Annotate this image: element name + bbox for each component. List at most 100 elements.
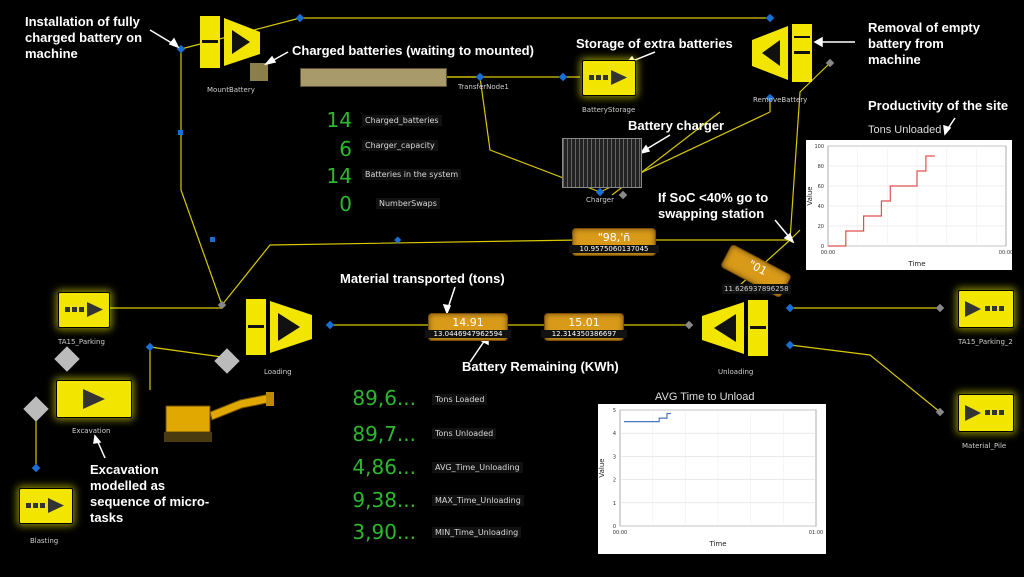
- y-tick-label: 1: [613, 501, 616, 507]
- number-swaps-label: NumberSwaps: [376, 198, 440, 209]
- series-line: [623, 412, 671, 423]
- battery-box: [250, 63, 268, 81]
- ta15-parking-node[interactable]: [58, 292, 110, 328]
- blasting-label: Blasting: [30, 537, 59, 545]
- material-pile-node[interactable]: [958, 394, 1014, 432]
- charger-label: Charger: [586, 196, 614, 204]
- annotation-productivity: Productivity of the site: [868, 98, 1009, 113]
- tons-loaded-label: Tons Loaded: [432, 394, 488, 405]
- source-icon: [589, 70, 627, 85]
- ta15-parking-label: TA15_Parking: [58, 338, 105, 346]
- loading-node[interactable]: [244, 297, 314, 357]
- mount-battery-node[interactable]: [198, 14, 262, 70]
- server-icon: [752, 24, 812, 82]
- loading-label: Loading: [264, 368, 292, 376]
- max-time-unloading-value: 9,38...: [352, 488, 416, 512]
- annotation-material: Material transported (tons): [340, 271, 505, 286]
- x-tick-label: 00:00: [613, 530, 627, 536]
- battery-storage-node[interactable]: [582, 60, 636, 96]
- unloading-label: Unloading: [718, 368, 754, 376]
- x-axis-label: Time: [708, 540, 726, 548]
- annotation-charger: Battery charger: [628, 118, 725, 133]
- chart-title-avg-time: AVG Time to Unload: [655, 391, 755, 403]
- truck-battery-value: 11.626937896258: [722, 284, 791, 294]
- sink-icon: [965, 301, 1004, 317]
- tons-loaded-value: 89,6...: [352, 386, 416, 410]
- server-icon: [246, 299, 312, 355]
- charger-capacity-count: 6: [339, 137, 352, 161]
- x-tick-label: 00:00: [999, 250, 1012, 256]
- truck-load-value: 15.01: [568, 316, 600, 329]
- x-tick-label: 00:00: [821, 250, 835, 256]
- y-tick-label: 20: [818, 224, 824, 230]
- x-axis-label: Time: [907, 260, 925, 268]
- transfer-node-label: TransferNode1: [458, 83, 509, 91]
- excavation-node[interactable]: [56, 380, 132, 418]
- charged-battery-queue: [300, 68, 447, 87]
- charger-capacity-label: Charger_capacity: [362, 140, 438, 151]
- y-tick-label: 80: [818, 164, 824, 170]
- sink-icon: [965, 405, 1004, 421]
- charger-node[interactable]: [562, 138, 642, 188]
- truck-battery-value: 10.9575060137045: [569, 245, 659, 253]
- y-tick-label: 0: [613, 524, 616, 530]
- excavation-label: Excavation: [72, 427, 111, 435]
- source-icon: [65, 302, 103, 317]
- truck[interactable]: "98,'ñ 10.9575060137045: [569, 228, 659, 256]
- number-swaps-count: 0: [339, 192, 352, 216]
- truck[interactable]: 15.01 12.314350386697: [541, 313, 627, 341]
- material-pile-label: Material_Pile: [962, 442, 1007, 450]
- annotation-storage: Storage of extra batteries: [576, 36, 733, 51]
- y-axis-label: Value: [806, 186, 814, 205]
- battery-storage-label: BatteryStorage: [582, 106, 636, 114]
- y-tick-label: 60: [818, 184, 824, 190]
- y-tick-label: 0: [821, 244, 824, 250]
- truck-battery-value: 13.0446947962594: [425, 330, 511, 338]
- max-time-unloading-label: MAX_Time_Unloading: [432, 495, 524, 506]
- ta15-parking-2-node[interactable]: [958, 290, 1014, 328]
- y-tick-label: 4: [613, 431, 616, 437]
- charged-batteries-label: Charged_batteries: [362, 115, 442, 126]
- ta15-parking-2-label: TA15_Parking_2: [958, 338, 1013, 346]
- remove-battery-label: RemoveBattery: [753, 96, 808, 104]
- avg-time-unloading-label: AVG_Time_Unloading: [432, 462, 523, 473]
- x-tick-label: 01:00: [809, 530, 823, 536]
- series-line: [828, 155, 935, 247]
- mount-battery-label: MountBattery: [207, 86, 255, 94]
- avg-time-unloading-value: 4,86...: [352, 455, 416, 479]
- server-icon: [200, 16, 260, 68]
- y-axis-label: Value: [598, 458, 606, 477]
- y-tick-label: 5: [613, 408, 616, 414]
- charged-batteries-count: 14: [326, 108, 352, 132]
- min-time-unloading-label: MIN_Time_Unloading: [432, 527, 522, 538]
- excavator-icon: [164, 392, 274, 442]
- blasting-node[interactable]: [19, 488, 73, 524]
- truck-load-value: 14.91: [452, 316, 484, 329]
- server-icon: [702, 300, 768, 356]
- annotation-charged-waiting: Charged batteries (waiting to mounted): [292, 43, 534, 58]
- y-tick-label: 2: [613, 478, 616, 484]
- tons-unloaded-value: 89,7...: [352, 422, 416, 446]
- unloading-node[interactable]: [700, 298, 770, 358]
- y-tick-label: 100: [814, 144, 824, 150]
- annotation-battery-remaining: Battery Remaining (KWh): [462, 359, 619, 374]
- remove-battery-node[interactable]: [750, 22, 814, 84]
- truck[interactable]: 14.91 13.0446947962594: [425, 313, 511, 341]
- batteries-system-label: Batteries in the system: [362, 169, 462, 180]
- source-icon: [26, 498, 64, 513]
- tons-unloaded-label: Tons Unloaded: [432, 428, 497, 439]
- play-icon: [83, 389, 105, 409]
- chart-title-tons-unloaded: Tons Unloaded: [868, 124, 942, 136]
- batteries-system-count: 14: [326, 164, 352, 188]
- y-tick-label: 3: [613, 454, 616, 460]
- truck-battery-value: 12.314350386697: [541, 330, 627, 338]
